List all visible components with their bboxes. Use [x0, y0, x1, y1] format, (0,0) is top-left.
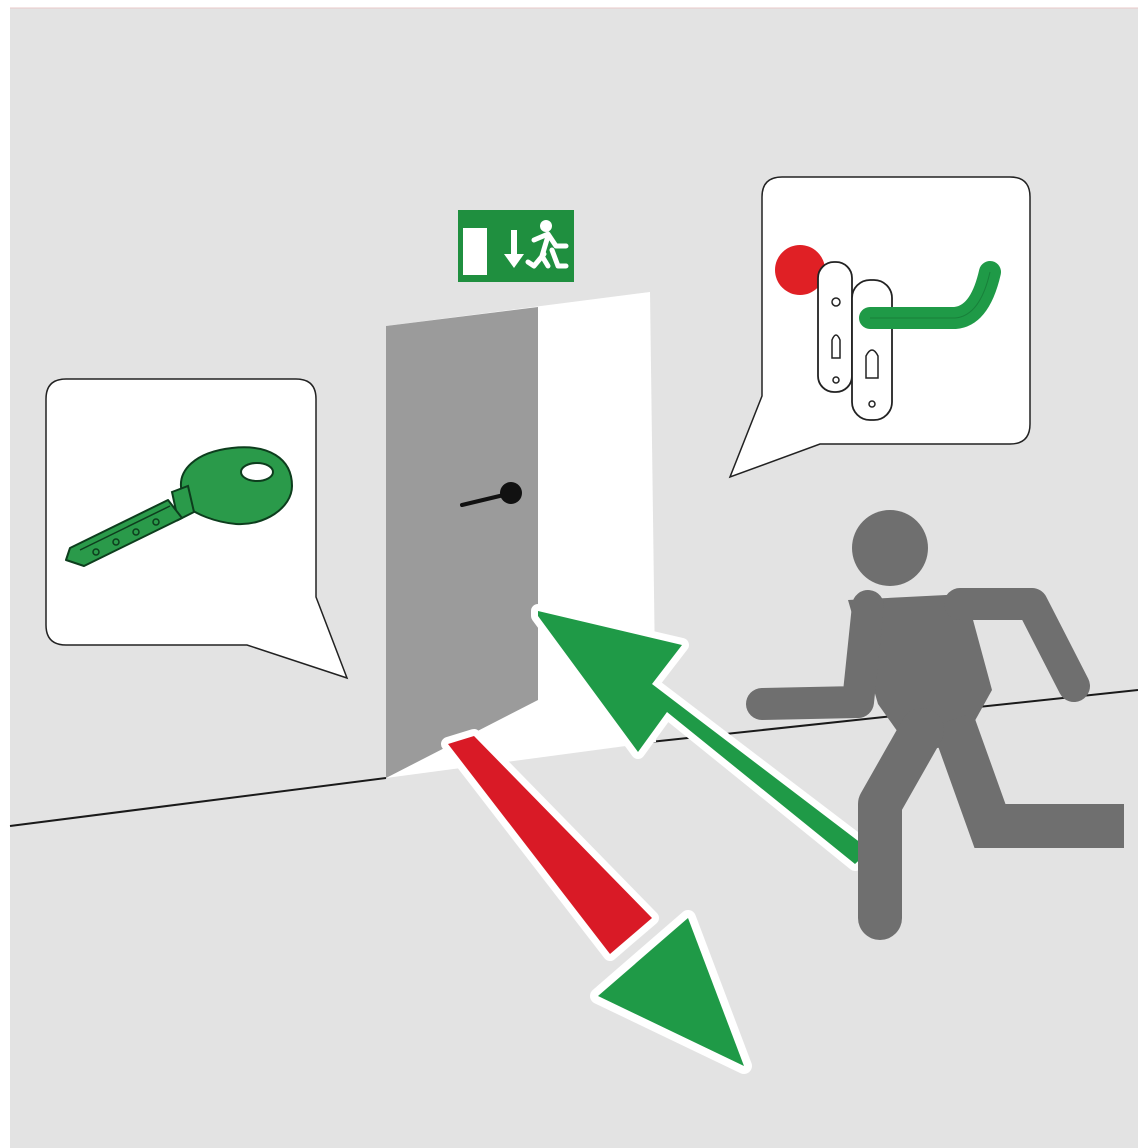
top-border — [0, 0, 1138, 8]
emergency-exit-sign-icon — [458, 210, 574, 282]
door-leaf[interactable] — [386, 307, 538, 778]
left-border — [0, 0, 10, 1148]
key-callout-bubble — [46, 379, 347, 678]
